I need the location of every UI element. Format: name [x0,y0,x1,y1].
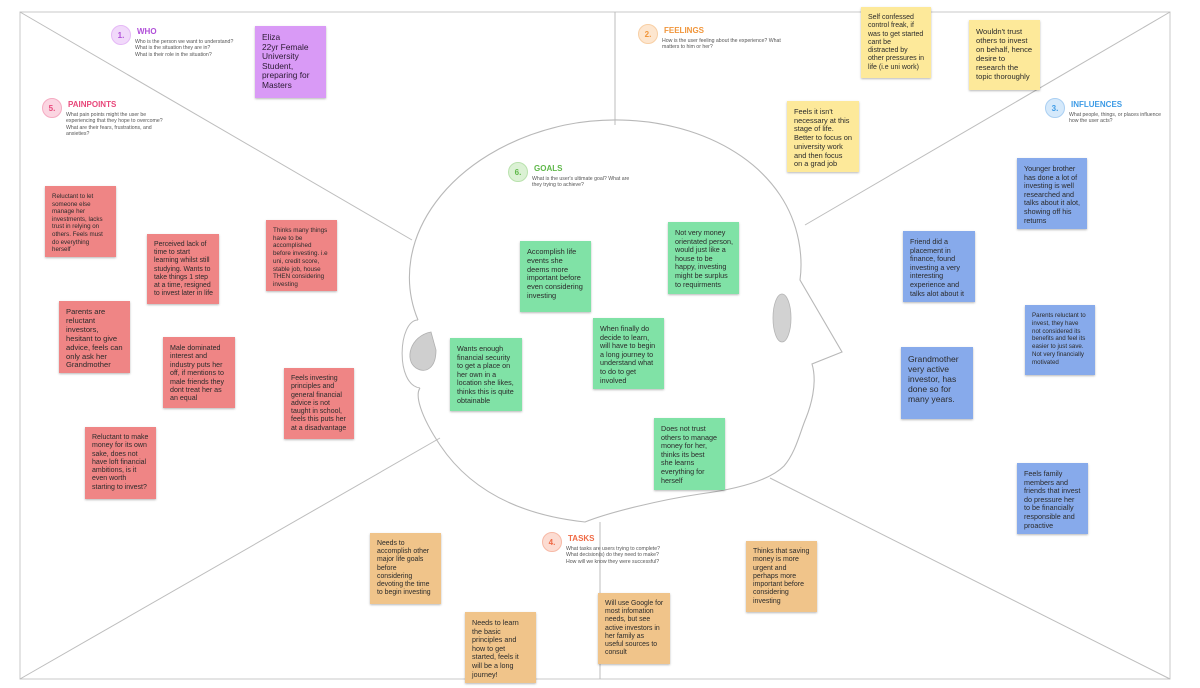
sticky-note-feelings[interactable]: Self confessed control freak, if was to … [861,7,931,78]
divider-bottom-left [19,437,441,680]
section-title: GOALS [534,164,563,173]
sticky-note-painpoints[interactable]: Thinks many things have to be accomplish… [266,220,337,291]
sticky-note-painpoints[interactable]: Feels investing principles and general f… [284,368,354,439]
sticky-note-influences[interactable]: Parents reluctant to invest, they have n… [1025,305,1095,375]
section-title: TASKS [568,534,595,543]
section-number-badge: 3. [1045,98,1065,118]
section-number-badge: 2. [638,24,658,44]
eye-shape [772,293,792,343]
sticky-note-goals[interactable]: Accomplish life events she deems more im… [520,241,591,312]
sticky-note-influences[interactable]: Younger brother has done a lot of invest… [1017,158,1087,229]
section-title: INFLUENCES [1071,100,1123,109]
ear-shape [409,331,437,371]
section-description: How is the user feeling about the experi… [662,38,781,51]
section-description: What is the user's ultimate goal? What a… [532,176,630,189]
section-description: Who is the person we want to understand?… [135,39,234,58]
head-outline [408,119,843,523]
sticky-note-painpoints[interactable]: Perceived lack of time to start learning… [147,234,219,304]
divider-top-right [804,11,1171,226]
section-title: WHO [137,27,157,36]
sticky-note-feelings[interactable]: Wouldn't trust others to invest on behal… [969,20,1040,90]
sticky-note-influences[interactable]: Friend did a placement in finance, found… [903,231,975,302]
sticky-note-tasks[interactable]: Will use Google for most infomation need… [598,593,670,664]
sticky-note-influences[interactable]: Grandmother very active investor, has do… [901,347,973,419]
sticky-note-goals[interactable]: When finally do decide to learn, will ha… [593,318,664,389]
ear-outline [401,319,421,389]
sticky-note-tasks[interactable]: Thinks that saving money is more urgent … [746,541,817,612]
section-number-badge: 4. [542,532,562,552]
board-frame [19,11,1171,680]
section-title: PAINPOINTS [68,100,117,109]
sticky-note-goals[interactable]: Wants enough financial security to get a… [450,338,522,411]
divider-top-left [19,11,413,241]
section-number-badge: 1. [111,25,131,45]
sticky-note-painpoints[interactable]: Male dominated interest and industry put… [163,337,235,408]
section-description: What tasks are users trying to complete?… [566,546,660,565]
sticky-note-tasks[interactable]: Needs to accomplish other major life goa… [370,533,441,604]
sticky-note-painpoints[interactable]: Reluctant to let someone else manage her… [45,186,116,257]
section-number-badge: 6. [508,162,528,182]
section-title: FEELINGS [664,26,705,35]
sticky-note-tasks[interactable]: Needs to learn the basic principles and … [465,612,536,683]
divider-bottom-right [769,477,1171,680]
section-description: What pain points might the user be exper… [66,112,163,138]
section-description: What people, things, or places influence… [1069,112,1161,125]
sticky-note-goals[interactable]: Not very money orientated person, would … [668,222,739,294]
sticky-note-feelings[interactable]: Feels it isn't necessary at this stage o… [787,101,859,172]
sticky-note-who[interactable]: Eliza 22yr Female University Student, pr… [255,26,326,98]
sticky-note-painpoints[interactable]: Reluctant to make money for its own sake… [85,427,156,499]
sticky-note-goals[interactable]: Does not trust others to manage money fo… [654,418,725,490]
section-number-badge: 5. [42,98,62,118]
sticky-note-painpoints[interactable]: Parents are reluctant investors, hesitan… [59,301,130,373]
sticky-note-influences[interactable]: Feels family members and friends that in… [1017,463,1088,534]
